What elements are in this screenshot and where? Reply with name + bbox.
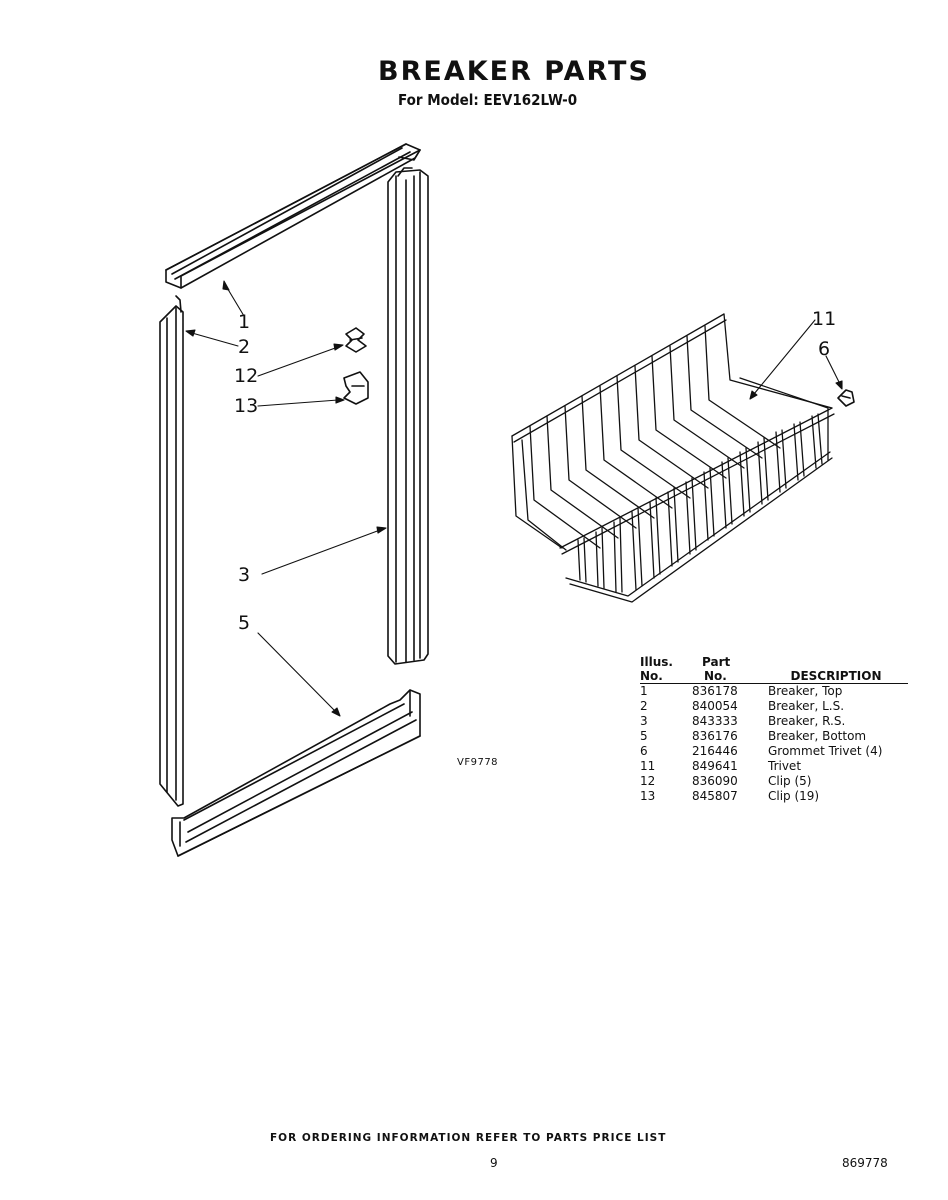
ordering-info-note: FOR ORDERING INFORMATION REFER TO PARTS … xyxy=(270,1132,667,1144)
clip-13-part xyxy=(343,371,369,405)
part-header-line1: Part xyxy=(702,655,731,669)
page-title: BREAKER PARTS xyxy=(378,56,650,87)
clip-12-part xyxy=(345,327,367,353)
part-no-cell: 836090 xyxy=(692,774,738,788)
description-header-spacer xyxy=(764,655,908,669)
illus-no-cell: 12 xyxy=(640,774,656,788)
table-row: 5 836176 Breaker, Bottom xyxy=(640,729,908,744)
callout-11: 11 xyxy=(812,308,837,330)
description-cell: Grommet Trivet (4) xyxy=(768,744,883,758)
part-no-cell: 216446 xyxy=(692,744,738,758)
table-row: 11 849641 Trivet xyxy=(640,759,908,774)
description-cell: Breaker, L.S. xyxy=(768,699,845,713)
figure-code: VF9778 xyxy=(457,757,499,768)
callout-13: 13 xyxy=(234,395,259,417)
table-row: 1 836178 Breaker, Top xyxy=(640,684,908,700)
illus-no-cell: 5 xyxy=(640,729,648,743)
description-cell: Breaker, Bottom xyxy=(768,729,867,743)
parts-table-header-row-2: No. No. DESCRIPTION xyxy=(640,669,908,684)
description-cell: Trivet xyxy=(768,759,802,773)
part-no-cell: 840054 xyxy=(692,699,738,713)
part-no-cell: 849641 xyxy=(692,759,738,773)
part-header-line2: No. xyxy=(692,669,764,684)
illus-no-cell: 11 xyxy=(640,759,656,773)
grommet-trivet-part xyxy=(837,389,855,407)
illus-no-cell: 6 xyxy=(640,744,648,758)
parts-table: Illus. Part No. No. DESCRIPTION 1 836178… xyxy=(640,655,908,804)
page-number: 9 xyxy=(490,1156,498,1170)
description-header: DESCRIPTION xyxy=(764,669,908,684)
illus-header-line1: Illus. xyxy=(640,655,673,669)
description-cell: Clip (5) xyxy=(768,774,812,788)
description-cell: Clip (19) xyxy=(768,789,820,803)
part-no-cell: 845807 xyxy=(692,789,738,803)
callout-2: 2 xyxy=(238,336,251,358)
description-cell: Breaker, Top xyxy=(768,684,843,698)
callout-3: 3 xyxy=(238,564,251,586)
parts-table-body: 1 836178 Breaker, Top 2 840054 Breaker, … xyxy=(640,684,908,805)
illus-no-cell: 3 xyxy=(640,714,648,728)
callout-12: 12 xyxy=(234,365,259,387)
illus-header-line2: No. xyxy=(640,669,692,684)
breaker-bottom-part xyxy=(171,689,421,857)
illus-no-cell: 2 xyxy=(640,699,648,713)
document-number: 869778 xyxy=(842,1156,888,1170)
parts-table-header-row-1: Illus. Part xyxy=(640,655,908,669)
model-subtitle: For Model: EEV162LW-0 xyxy=(398,91,578,109)
trivet-wire-rack-part xyxy=(511,313,835,603)
illus-no-cell: 1 xyxy=(640,684,648,698)
description-cell: Breaker, R.S. xyxy=(768,714,846,728)
part-no-cell: 843333 xyxy=(692,714,738,728)
breaker-top-part xyxy=(165,143,421,289)
part-no-cell: 836176 xyxy=(692,729,738,743)
callout-5: 5 xyxy=(238,612,251,634)
table-row: 3 843333 Breaker, R.S. xyxy=(640,714,908,729)
part-no-cell: 836178 xyxy=(692,684,738,698)
table-row: 12 836090 Clip (5) xyxy=(640,774,908,789)
table-row: 2 840054 Breaker, L.S. xyxy=(640,699,908,714)
table-row: 6 216446 Grommet Trivet (4) xyxy=(640,744,908,759)
callout-1: 1 xyxy=(238,311,251,333)
breaker-left-side-part xyxy=(159,295,184,807)
table-row: 13 845807 Clip (19) xyxy=(640,789,908,804)
breaker-right-side-part xyxy=(387,167,429,665)
leader-lines xyxy=(185,280,843,717)
callout-6: 6 xyxy=(818,338,831,360)
illus-no-cell: 13 xyxy=(640,789,656,803)
